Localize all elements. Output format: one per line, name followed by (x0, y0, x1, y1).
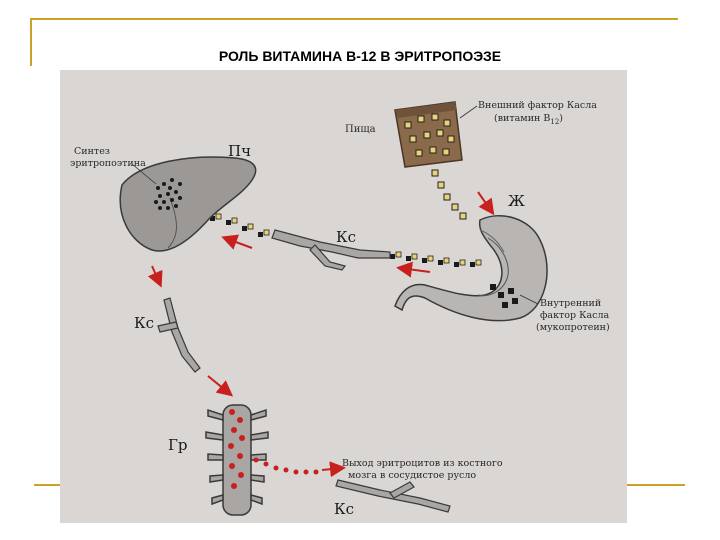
intrinsic-pointer-line (519, 294, 539, 305)
blood-vessel-3-illustration (335, 479, 451, 513)
erythrocyte-dots-marrow (228, 409, 245, 489)
b12-complex-trail-stomach (390, 251, 482, 267)
stomach-label: Ж (508, 192, 525, 210)
left-border-line (30, 18, 32, 66)
b12-particle-trail (431, 169, 467, 220)
liver-illustration (119, 156, 257, 252)
bone-marrow-label: Гр (168, 436, 188, 454)
intrinsic-factor-label-3: (мукопротеин) (536, 322, 610, 333)
bone-marrow-spine-illustration (205, 404, 269, 516)
erythrocyte-exit-label-1: Выход эритроцитов из костного (342, 458, 503, 469)
extrinsic-factor-label: Внешний фактор Касла (478, 100, 597, 111)
b12-complex-trail-liver (210, 213, 270, 237)
extrinsic-pointer-line (459, 105, 478, 119)
intrinsic-factor-label-1: Внутренний (540, 298, 601, 309)
erythropoietin-label-1: Синтез (74, 146, 110, 157)
erythrocyte-exit-trail (253, 457, 319, 475)
blood-vessel-2-label: Кс (134, 314, 154, 332)
intrinsic-factor-particles (490, 284, 518, 308)
bottom-right-rule (627, 484, 685, 486)
diagram-svg: Пища Внешний фактор Касла (витамин В12) … (70, 100, 610, 518)
arrow-vessel-to-bone-marrow (207, 375, 234, 397)
food-label: Пища (345, 124, 376, 135)
diagram-figure: Пища Внешний фактор Касла (витамин В12) … (60, 70, 627, 523)
liver-erythropoietin-dots (154, 178, 182, 210)
erythropoietin-label-2: эритропоэтина (70, 158, 146, 169)
erythrocyte-exit-label-2: мозга в сосудистое русло (348, 470, 476, 481)
intrinsic-factor-label-2: фактор Касла (540, 310, 609, 321)
arrow-vessel-to-liver (221, 234, 253, 250)
stomach-illustration (394, 215, 548, 322)
food-bread-illustration (394, 101, 463, 168)
arrow-marrow-to-vessel (321, 461, 346, 478)
blood-vessel-3-label: Кс (334, 500, 354, 518)
extrinsic-factor-label-2: (витамин В12) (494, 113, 563, 126)
blood-vessel-1-illustration (271, 229, 391, 271)
bottom-left-rule (34, 484, 60, 486)
liver-label: Пч (228, 142, 251, 160)
blood-vessel-2-illustration (157, 297, 201, 373)
slide-title: РОЛЬ ВИТАМИНА В-12 В ЭРИТРОПОЭЗЕ (218, 48, 502, 64)
top-border-line (30, 18, 678, 20)
arrow-stomach-to-vessel (396, 261, 431, 278)
erythropoietin-pointer-line (131, 163, 157, 185)
arrow-food-to-stomach (477, 191, 495, 216)
arrow-liver-to-vessel (147, 265, 163, 288)
blood-vessel-1-label: Кс (336, 228, 356, 246)
